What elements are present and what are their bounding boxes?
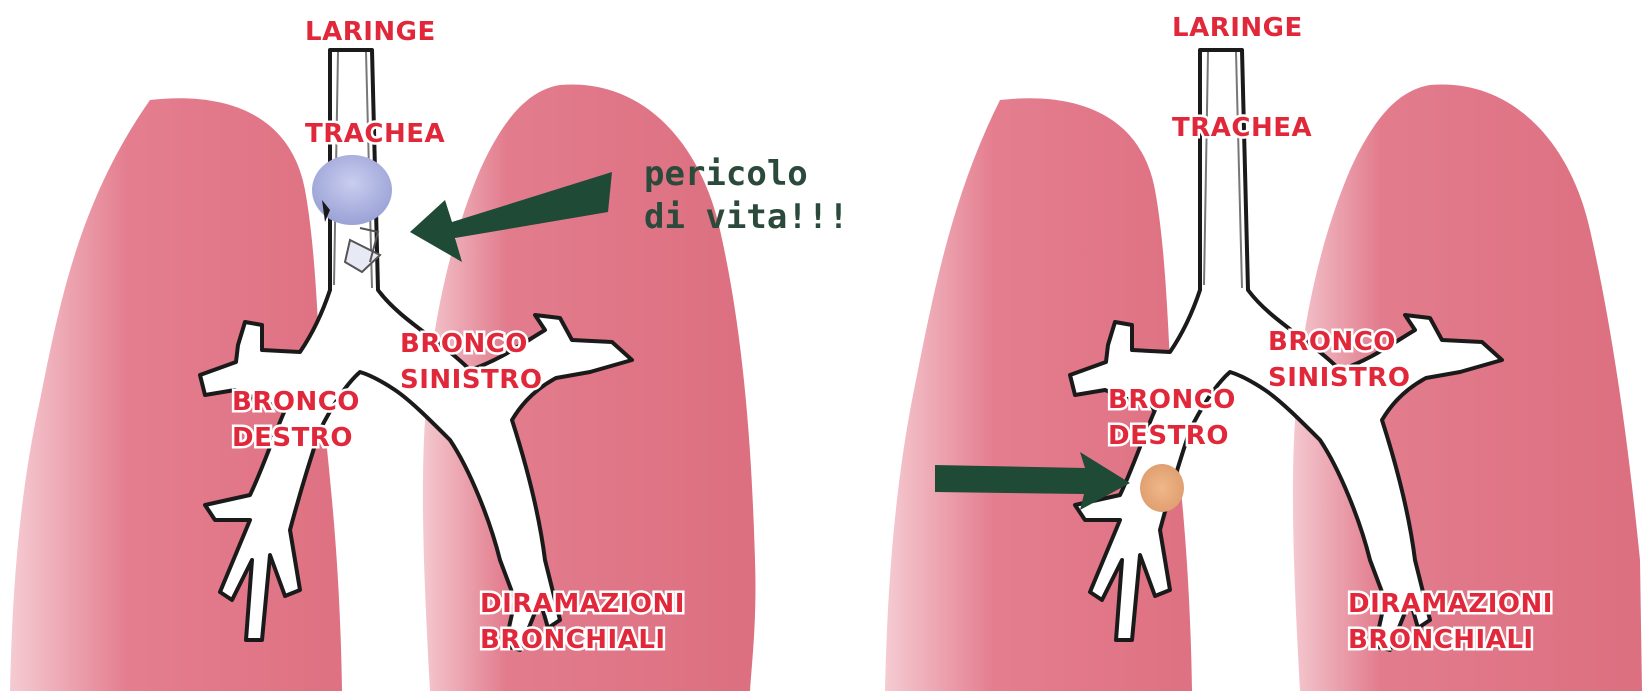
label-left-bronchus-1: BRONCO — [1268, 327, 1396, 357]
label-right-bronchus-1: BRONCO — [1108, 385, 1236, 415]
annotation-line-2: di vita!!! — [644, 197, 849, 237]
label-right-bronchus-2: DESTRO — [232, 423, 353, 453]
diagram-2: LARINGE TRACHEA BRONCO SINISTRO BRONCO D… — [885, 13, 1642, 691]
label-left-bronchus-2: SINISTRO — [400, 365, 542, 395]
label-branches-2: BRONCHIALI — [480, 625, 666, 655]
diagram-1: LARINGE TRACHEA BRONCO SINISTRO BRONCO D… — [10, 17, 849, 691]
label-larynx: LARINGE — [1172, 13, 1303, 43]
annotation-line-1: pericolo — [644, 154, 808, 194]
trachea-obstruction — [312, 155, 392, 272]
label-trachea: TRACHEA — [1172, 113, 1312, 143]
label-trachea: TRACHEA — [305, 119, 445, 149]
label-larynx: LARINGE — [305, 17, 436, 47]
label-left-bronchus-2: SINISTRO — [1268, 363, 1410, 393]
label-right-bronchus-2: DESTRO — [1108, 421, 1229, 451]
label-branches-1: DIRAMAZIONI — [480, 589, 685, 619]
label-right-bronchus-1: BRONCO — [232, 387, 360, 417]
bronchus-obstruction — [1140, 464, 1184, 512]
label-left-bronchus-1: BRONCO — [400, 329, 528, 359]
label-branches-2: BRONCHIALI — [1348, 625, 1534, 655]
label-branches-1: DIRAMAZIONI — [1348, 589, 1553, 619]
